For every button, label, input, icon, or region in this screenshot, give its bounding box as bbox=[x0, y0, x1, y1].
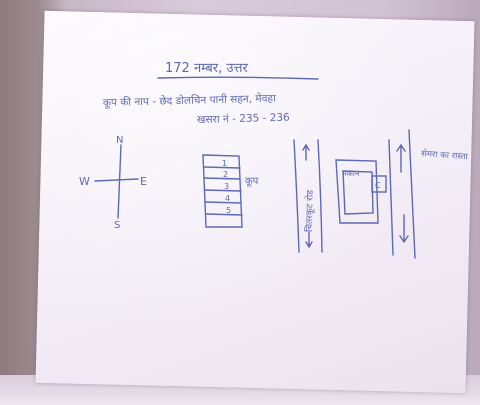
house-inner-mark: C bbox=[375, 181, 381, 190]
well-row-line bbox=[204, 201, 242, 204]
well-row-line bbox=[204, 189, 242, 192]
house-diagram bbox=[335, 159, 387, 224]
well-row-mark: 2 bbox=[223, 170, 228, 179]
house-label: मकान bbox=[342, 169, 360, 178]
compass-we-line bbox=[94, 178, 139, 182]
well-outline bbox=[202, 154, 243, 228]
well-label: कूप bbox=[245, 176, 259, 187]
well-row-line bbox=[205, 213, 243, 216]
well-diagram bbox=[202, 154, 243, 228]
note-line-2: खसरा नं - 235 - 236 bbox=[197, 112, 290, 126]
compass-north-label: N bbox=[116, 135, 123, 146]
road-right-diagram bbox=[388, 129, 416, 259]
arrow-up-icon bbox=[396, 143, 406, 173]
road-right-edge-b bbox=[408, 129, 416, 259]
note-line-1: कूप की नाप - छेद डोलचिन पानी सहन, मेवहा bbox=[103, 91, 276, 109]
house-annex bbox=[371, 175, 387, 193]
compass-south-label: S bbox=[114, 220, 120, 231]
compass-west-label: W bbox=[79, 175, 90, 188]
road-left-label: चितरकूट रोड bbox=[303, 190, 316, 232]
well-row-mark: 5 bbox=[226, 206, 231, 215]
compass-ns-line bbox=[117, 144, 122, 219]
road-right-edge-a bbox=[388, 139, 394, 256]
well-row-mark: 4 bbox=[225, 194, 230, 203]
house-outer bbox=[335, 159, 379, 224]
road-right-label: सेमरा का रास्ता bbox=[421, 148, 469, 162]
compass-east-label: E bbox=[140, 175, 147, 188]
road-left-edge-a bbox=[293, 139, 300, 253]
road-left-edge-b bbox=[317, 139, 323, 253]
well-row-mark: 3 bbox=[224, 182, 229, 191]
heading-underline bbox=[157, 76, 319, 80]
well-row-line bbox=[203, 166, 241, 169]
arrow-down-icon bbox=[305, 231, 313, 249]
road-left-diagram bbox=[293, 139, 323, 253]
house-inner bbox=[342, 170, 374, 215]
well-row-line bbox=[203, 177, 241, 180]
arrow-down-icon bbox=[399, 214, 409, 244]
compass-rose bbox=[94, 144, 139, 219]
note-heading: 172 नम्बर, उत्तर bbox=[165, 61, 248, 76]
well-row-mark: 1 bbox=[222, 159, 227, 168]
arrow-up-icon bbox=[302, 143, 310, 161]
